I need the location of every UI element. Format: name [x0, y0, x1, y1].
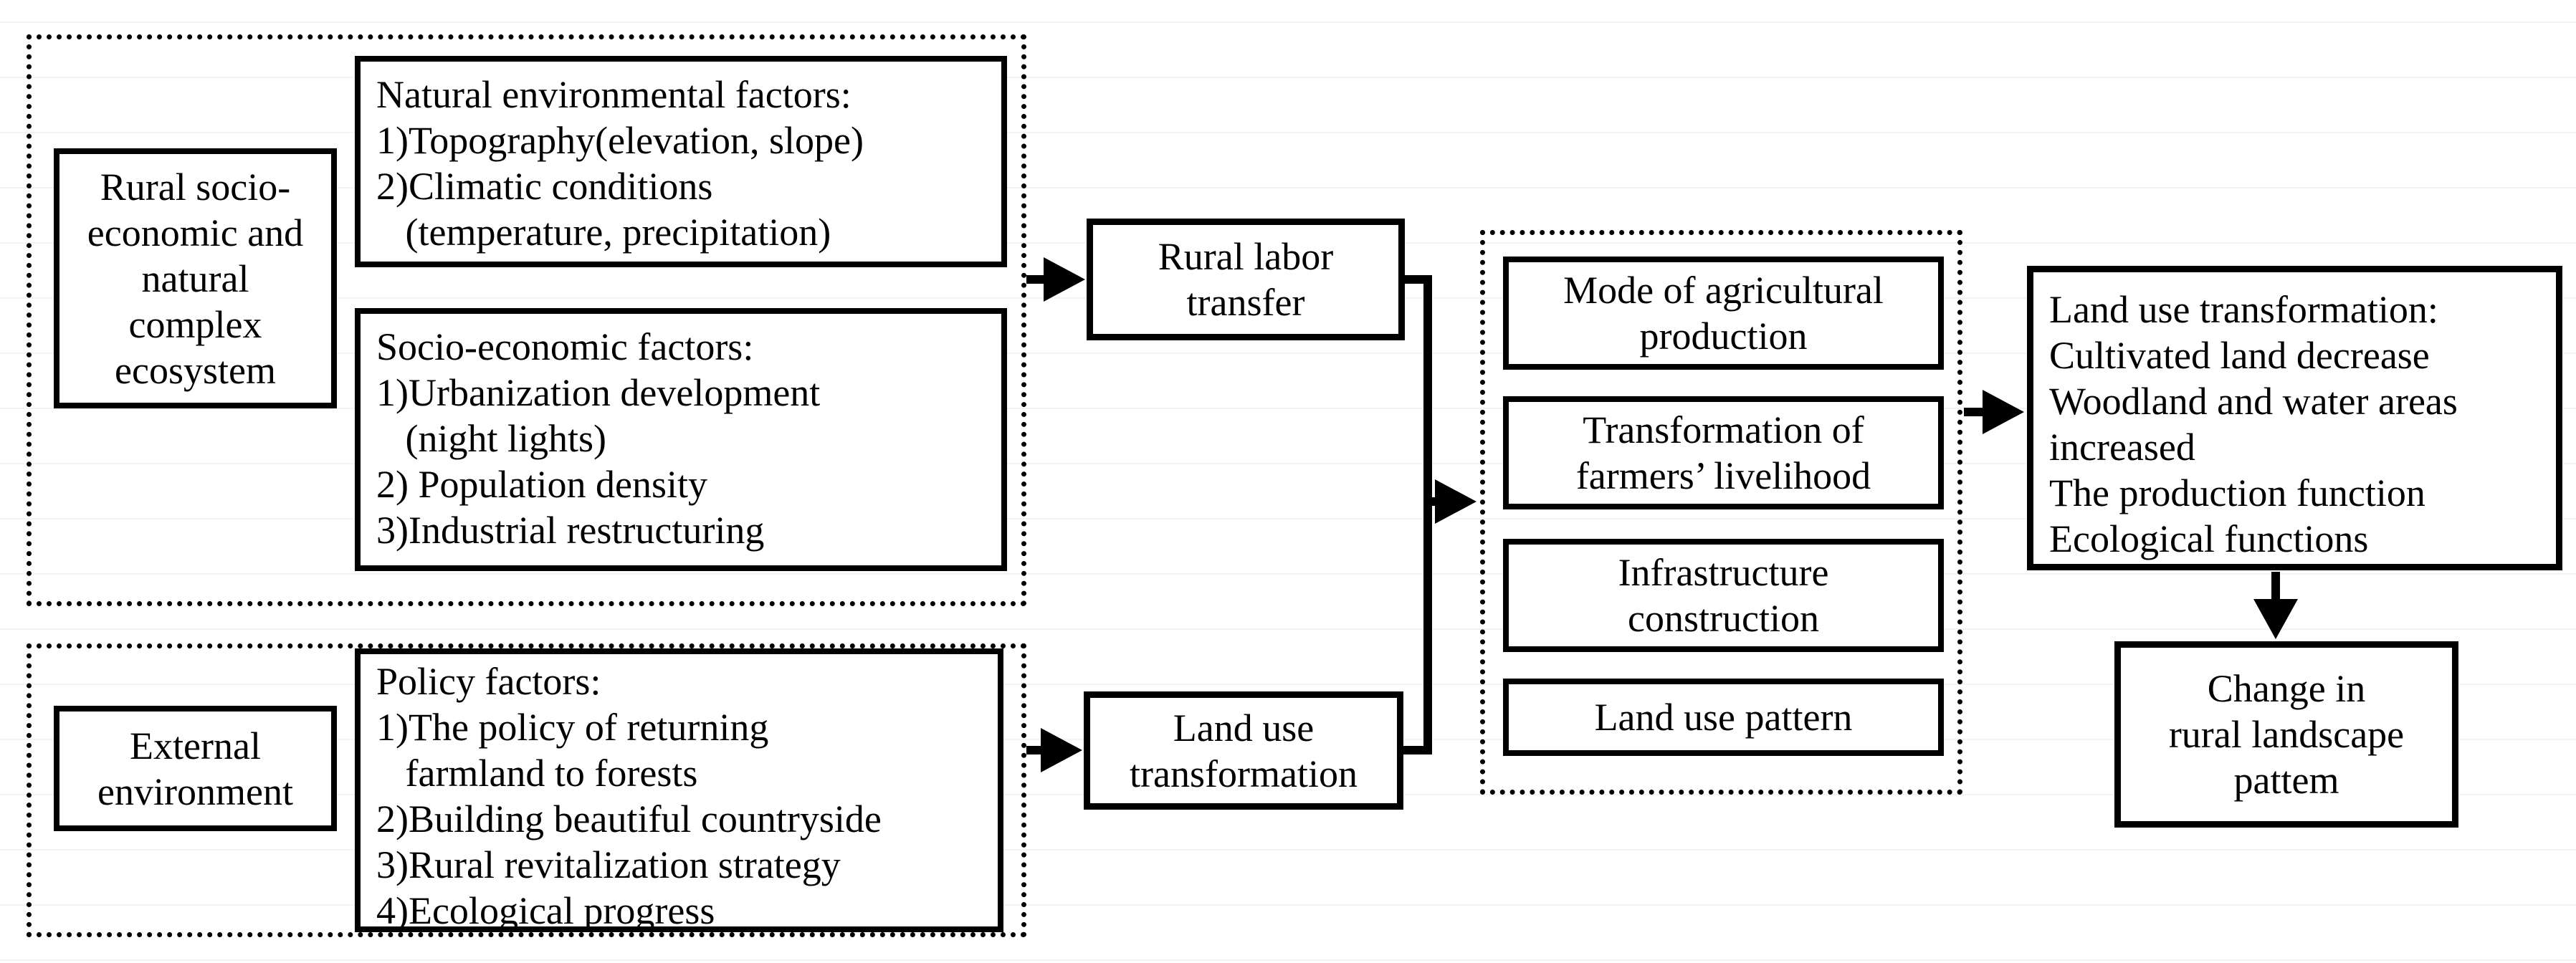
- text-line: Ecological functions: [2049, 517, 2369, 560]
- text-line: 1)The policy of returning: [376, 706, 769, 749]
- text-line: production: [1639, 315, 1808, 358]
- external-environment-dotted-group: [27, 643, 1026, 937]
- text-line: 4)Ecological progress: [376, 889, 715, 932]
- socio-economic-factors-box: Socio-economic factors:1)Urbanization de…: [355, 308, 1007, 571]
- text-line: The production function: [2049, 471, 2425, 514]
- text-line: Cultivated land decrease: [2049, 334, 2430, 377]
- text-line: 3)Rural revitalization strategy: [376, 843, 841, 886]
- text-line: 3)Industrial restructuring: [376, 509, 765, 552]
- text-line: External: [130, 724, 261, 767]
- text-line: Policy factors:: [376, 660, 601, 703]
- outcomes-dotted-group: [1480, 230, 1962, 795]
- text-line: farmers’ livelihood: [1575, 454, 1871, 497]
- text-line: Land use pattern: [1594, 696, 1853, 739]
- arrow-ecosystem-to-rural-labor-transfer: [1026, 257, 1085, 302]
- text-line: ecosystem: [115, 348, 276, 392]
- text-line: 2)Building beautiful countryside: [376, 797, 882, 840]
- text-line: Land use: [1173, 706, 1315, 749]
- text-line: 2)Climatic conditions: [376, 165, 713, 208]
- text-line: transfer: [1186, 281, 1305, 324]
- arrow-summary-to-landscape-change: [2253, 572, 2298, 639]
- natural-environmental-factors-box: Natural environmental factors:1)Topograp…: [355, 56, 1007, 267]
- text-line: Natural environmental factors:: [376, 73, 851, 116]
- arrow-outcomes-to-land-transformation-summary: [1964, 390, 2024, 434]
- text-line: environment: [97, 770, 293, 813]
- policy-factors-box: Policy factors:1)The policy of returning…: [355, 648, 1003, 932]
- text-line: 2) Population density: [376, 463, 707, 506]
- text-line: Change in: [2207, 667, 2366, 710]
- text-line: Land use transformation:: [2049, 288, 2438, 331]
- text-line: transformation: [1130, 752, 1358, 795]
- arrow-external-to-land-use-transformation: [1026, 728, 1082, 772]
- text-line: (temperature, precipitation): [376, 211, 831, 254]
- text-line: economic and: [87, 211, 304, 254]
- text-line: rural landscape: [2168, 713, 2405, 756]
- arrow-process-to-outcomes: [1428, 479, 1477, 524]
- text-line: Rural labor: [1158, 235, 1334, 278]
- text-line: 1)Topography(elevation, slope): [376, 119, 864, 162]
- text-line: Mode of agricultural: [1563, 269, 1884, 312]
- land-use-pattern-box: Land use pattern: [1503, 679, 1944, 756]
- text-line: 1)Urbanization development: [376, 371, 821, 414]
- bracket-process-merge: [1401, 275, 1432, 754]
- text-line: Woodland and water areas: [2049, 380, 2458, 423]
- text-line: farmland to forests: [376, 752, 698, 795]
- text-line: construction: [1628, 597, 1819, 640]
- text-line: complex: [128, 302, 262, 346]
- text-line: Infrastructure: [1618, 551, 1829, 594]
- text-line: Rural socio-: [100, 165, 291, 209]
- text-line: increased: [2049, 426, 2195, 469]
- land-use-transformation-summary-box: Land use transformation:Cultivated land …: [2027, 266, 2562, 570]
- text-line: pattem: [2233, 759, 2339, 802]
- ecosystem-dotted-group: [27, 34, 1026, 606]
- text-line: Socio-economic factors:: [376, 325, 754, 368]
- text-line: natural: [141, 257, 249, 300]
- text-line: Transformation of: [1583, 408, 1864, 451]
- text-line: (night lights): [376, 417, 607, 460]
